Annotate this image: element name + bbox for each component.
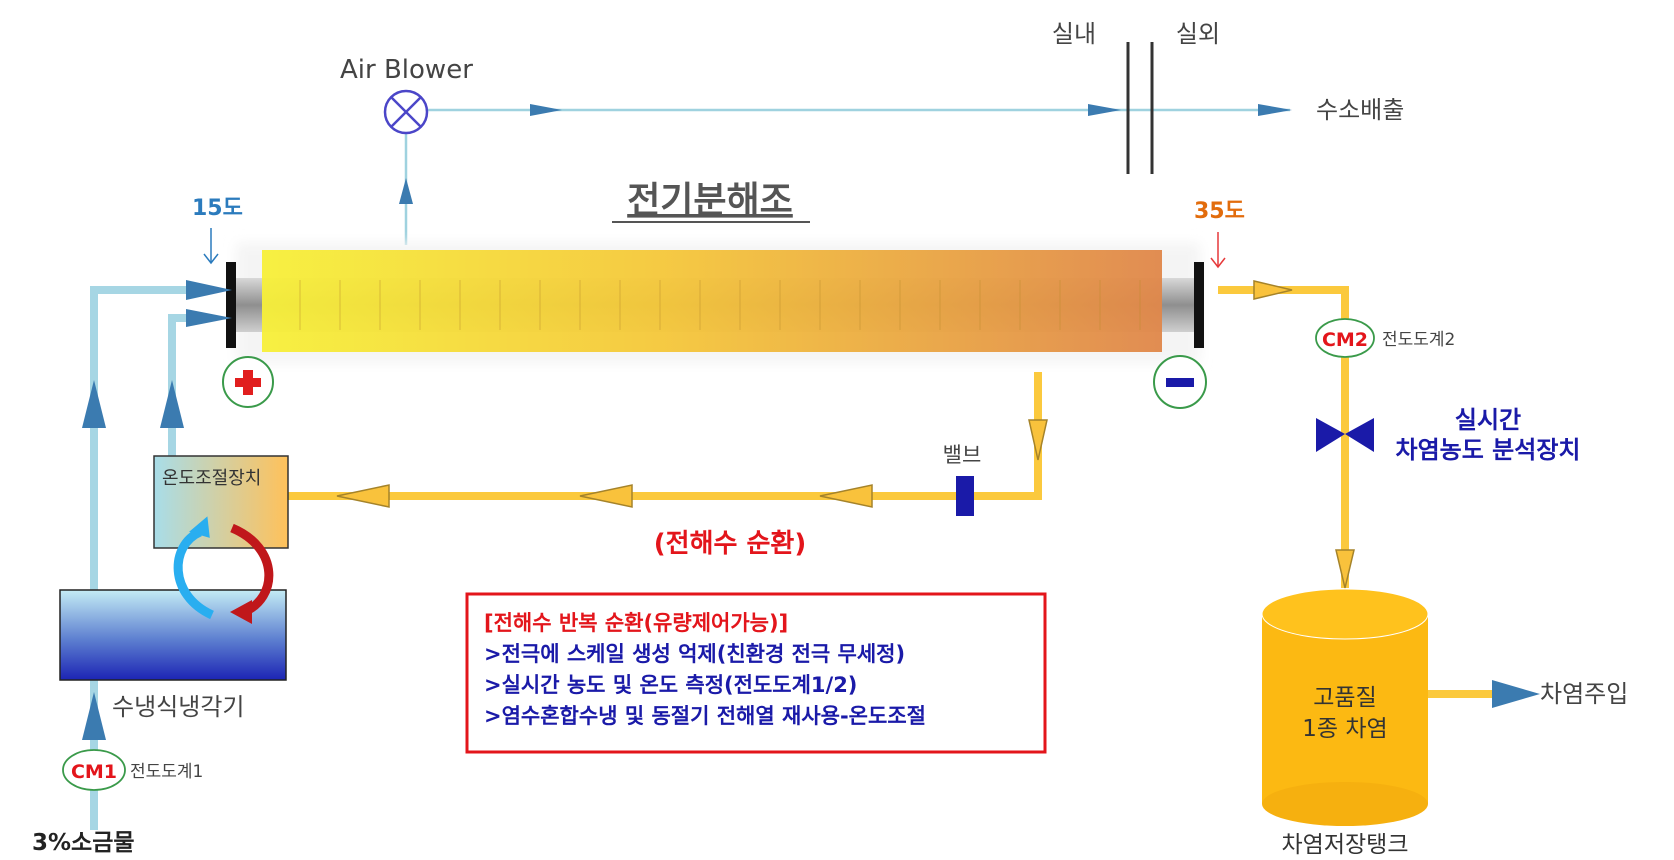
brine-label: 3%소금물 <box>32 830 135 856</box>
cell-grid <box>299 280 1141 330</box>
electrolyzer-title: 전기분해조 <box>627 180 793 221</box>
info-box-line: >실시간 농도 및 온도 측정(전도도계1/2) <box>484 673 857 697</box>
flow-arrow <box>186 309 232 327</box>
flow-arrow <box>530 104 562 116</box>
recirculation-line <box>272 372 1048 508</box>
cm2-label: 전도도계2 <box>1382 330 1455 350</box>
analyzer-label-line1: 실시간 <box>1455 406 1521 434</box>
flow-arrow <box>399 178 413 204</box>
air-blower-label: Air Blower <box>340 55 473 85</box>
plus-electrode-icon <box>222 356 274 408</box>
temperature-controller <box>153 455 289 549</box>
tank-label-line1: 고품질 <box>1313 685 1376 711</box>
flow-arrow <box>186 280 232 300</box>
flow-arrow <box>1335 549 1355 589</box>
tank-label-line2: 1종 차염 <box>1302 716 1387 742</box>
cm2-sensor: CM2 <box>1315 318 1375 358</box>
heat-exchange-arrows-icon <box>173 516 274 624</box>
wall-divider <box>1126 42 1154 174</box>
outlet-line <box>1218 280 1355 589</box>
flow-arrow <box>1028 419 1048 461</box>
inlet-temperature: 15도 <box>192 196 243 221</box>
valve-label: 밸브 <box>943 443 982 467</box>
temp-pointer-in <box>203 228 219 265</box>
cm1-sensor: CM1 <box>62 749 126 791</box>
flow-arrow <box>82 692 106 740</box>
circulation-label: (전해수 순환) <box>654 529 806 559</box>
info-box-title: [전해수 반복 순환(유량제어가능)] <box>484 611 788 635</box>
injection-label: 차염주입 <box>1540 680 1628 708</box>
cm1-badge: CM1 <box>71 761 117 783</box>
flow-arrow <box>819 484 873 508</box>
analyzer-valve-icon <box>1316 418 1374 452</box>
valve-icon <box>956 476 974 516</box>
hydrogen-exhaust-line <box>399 104 1292 245</box>
air-blower-icon <box>383 89 429 135</box>
flow-arrow <box>1253 280 1293 300</box>
flow-arrow <box>1258 104 1292 116</box>
temperature-controller-label: 온도조절장치 <box>162 468 261 489</box>
outlet-temperature: 35도 <box>1194 199 1245 224</box>
flow-arrow <box>336 484 390 508</box>
analyzer-label-line2: 차염농도 분석장치 <box>1396 436 1581 464</box>
info-box: [전해수 반복 순환(유량제어가능)] >전극에 스케일 생성 억제(친환경 전… <box>465 592 1047 754</box>
brine-inlet-lines <box>82 280 232 830</box>
electrolyzer-cell <box>226 243 1204 363</box>
flow-arrow <box>579 484 633 508</box>
chiller-label: 수냉식냉각기 <box>112 693 244 721</box>
storage-tank <box>1261 588 1429 826</box>
injection-line <box>1428 680 1540 708</box>
temp-pointer-out <box>1210 232 1226 269</box>
cm1-label: 전도도계1 <box>130 762 203 782</box>
flow-arrow <box>1088 104 1121 116</box>
minus-electrode-icon <box>1153 355 1207 409</box>
indoor-label: 실내 <box>1052 20 1096 48</box>
tank-caption: 차염저장탱크 <box>1282 832 1409 858</box>
hydrogen-exhaust-label: 수소배출 <box>1316 96 1404 124</box>
flow-arrow <box>82 380 106 428</box>
outdoor-label: 실외 <box>1176 20 1220 48</box>
cm2-badge: CM2 <box>1322 329 1368 351</box>
info-box-line: >전극에 스케일 생성 억제(친환경 전극 무세정) <box>484 642 905 666</box>
flow-arrow <box>160 380 184 428</box>
info-box-line: >염수혼합수냉 및 동절기 전해열 재사용-온도조절 <box>484 704 926 728</box>
